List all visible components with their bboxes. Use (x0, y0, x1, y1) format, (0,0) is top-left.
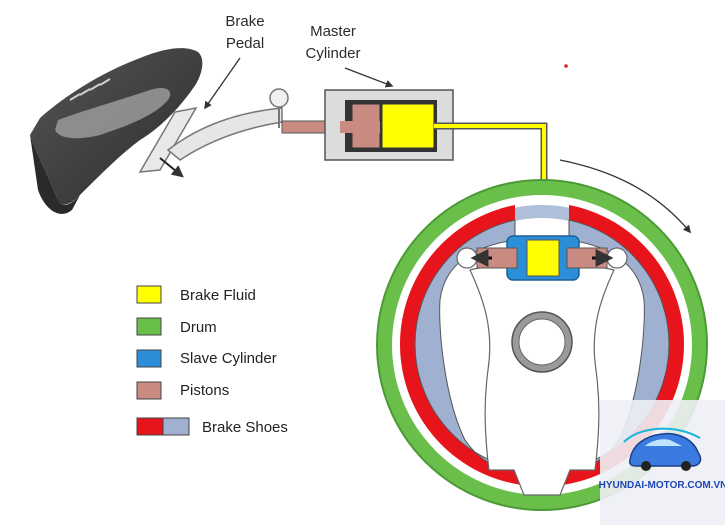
slave-cylinder (470, 235, 614, 281)
legend: Brake Fluid Drum Slave Cylinder Pistons … (136, 285, 288, 436)
rotation-arrow (559, 159, 691, 234)
master-cylinder-pointer (344, 67, 394, 88)
brake-pedal (138, 88, 289, 178)
legend-swatch-brake-shoes-red (136, 417, 164, 436)
legend-swatch-pistons (136, 381, 162, 400)
master-cylinder-label: Master Cylinder (305, 23, 360, 62)
master-cylinder (281, 89, 454, 161)
legend-item-pistons: Pistons (136, 381, 229, 400)
brake-pedal-label: Brake Pedal (225, 13, 264, 52)
legend-swatch-brake-shoes-blue (162, 417, 190, 436)
legend-item-brake-shoes: Brake Shoes (136, 417, 288, 436)
stray-dot (564, 64, 568, 68)
shoe-icon (30, 48, 203, 214)
car-logo-icon (623, 427, 702, 471)
legend-label-brake-fluid: Brake Fluid (180, 287, 256, 304)
backing-plate (469, 263, 615, 496)
legend-item-brake-fluid: Brake Fluid (136, 285, 256, 304)
legend-item-slave-cylinder: Slave Cylinder (136, 349, 277, 368)
legend-swatch-slave-cylinder (136, 349, 162, 368)
legend-label-slave-cylinder: Slave Cylinder (180, 350, 277, 367)
legend-item-drum: Drum (136, 317, 217, 336)
watermark: HYUNDAI-MOTOR.COM.VN (599, 400, 725, 525)
brake-pedal-label-line2: Pedal (226, 35, 264, 52)
watermark-text: HYUNDAI-MOTOR.COM.VN (599, 480, 725, 491)
hub-center (518, 318, 566, 366)
brake-pedal-label-line1: Brake (225, 13, 264, 30)
legend-label-drum: Drum (180, 319, 217, 336)
legend-swatch-drum (136, 317, 162, 336)
legend-label-brake-shoes: Brake Shoes (202, 419, 288, 436)
legend-label-pistons: Pistons (180, 382, 229, 399)
legend-swatch-brake-fluid (136, 285, 162, 304)
master-cylinder-label-line1: Master (310, 23, 356, 40)
master-cylinder-label-line2: Cylinder (305, 45, 360, 62)
brake-pedal-pointer (204, 57, 241, 110)
